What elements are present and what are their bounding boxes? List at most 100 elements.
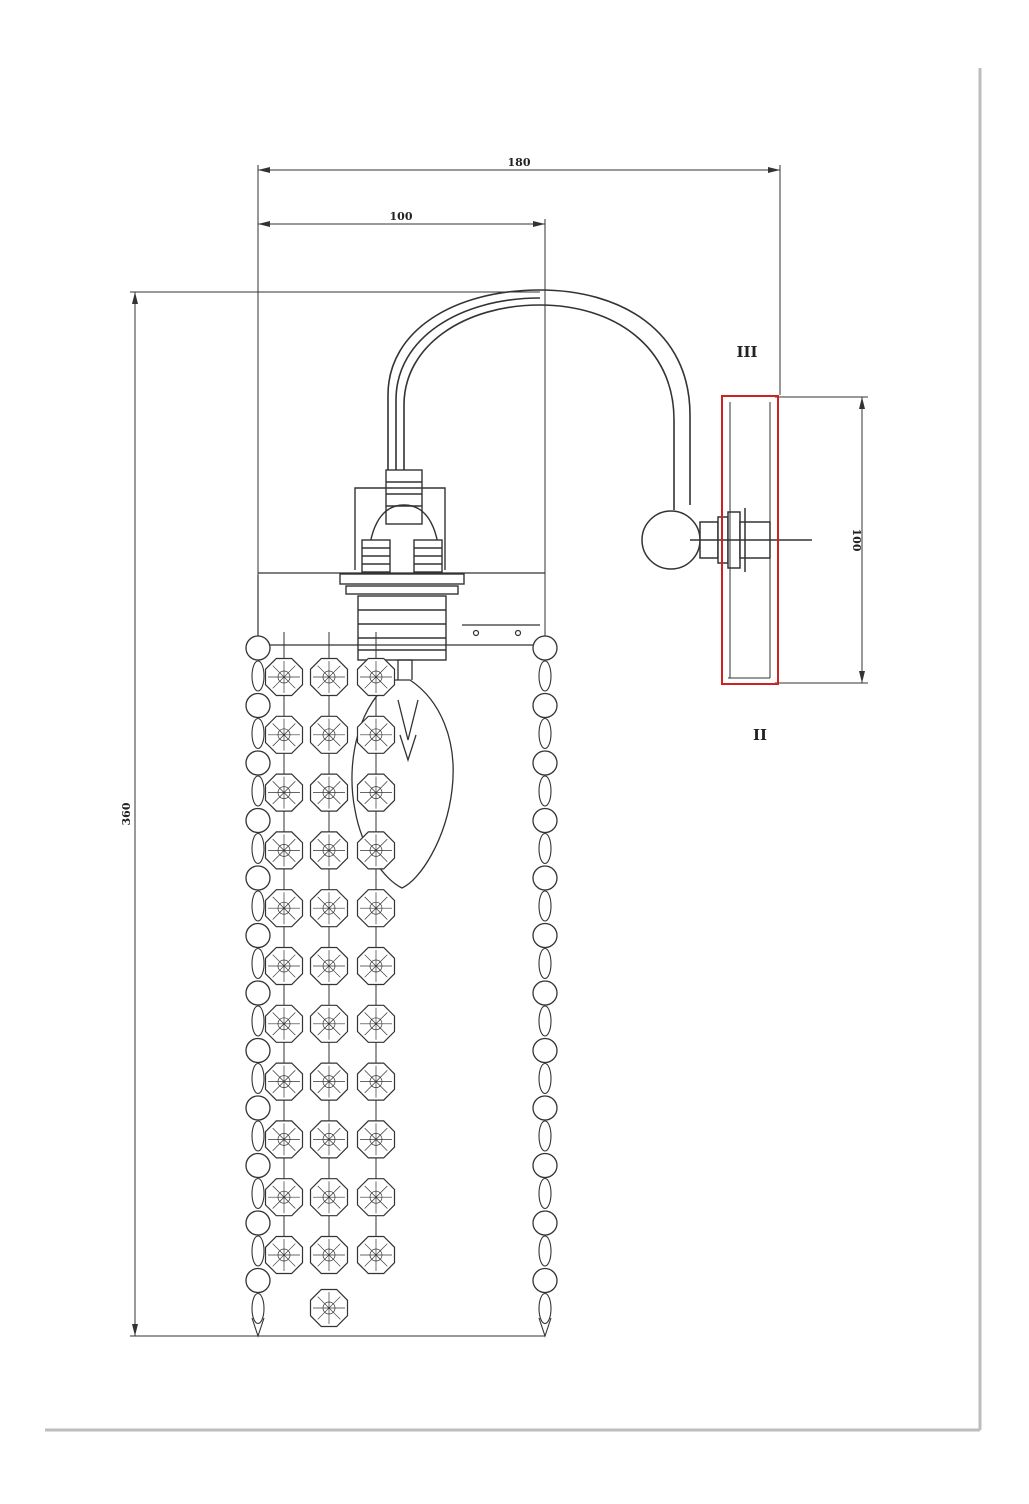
chain-bead [532, 980, 558, 1006]
octagon-crystal [309, 657, 349, 697]
octagon-crystal [309, 773, 349, 812]
octagon-crystal [309, 1062, 349, 1101]
chain-link [538, 1062, 552, 1095]
octagon-crystal [356, 831, 396, 870]
chain-link [251, 947, 265, 980]
chain-link [538, 775, 552, 807]
chain-link [538, 660, 552, 692]
chain-end [538, 1317, 552, 1338]
octagon-crystal [264, 946, 304, 986]
chain-bead [532, 807, 558, 834]
chain-link [538, 947, 552, 980]
curved-arm [387, 289, 691, 510]
crystal-strand [309, 632, 349, 1275]
chain-link [251, 775, 265, 807]
chain-bead [245, 1037, 271, 1064]
chain-end [251, 1317, 265, 1338]
octagon-crystal [356, 946, 396, 986]
chain-link [251, 1292, 265, 1325]
section-mark-upper: III [736, 343, 757, 361]
octagon-crystal [309, 946, 349, 986]
chain-bead [532, 1210, 558, 1236]
bead-chain-right [532, 635, 558, 1338]
chain-link [251, 832, 265, 865]
dim-total-height-label: 360 [120, 802, 133, 825]
dimension-arrows [132, 167, 865, 1336]
octagon-crystal [356, 889, 396, 928]
lamp-socket [339, 469, 465, 661]
chain-bead [245, 750, 271, 776]
octagon-crystal [264, 1235, 304, 1275]
octagon-crystal [264, 1062, 304, 1101]
octagon-crystal [264, 715, 304, 754]
chain-bead [245, 807, 271, 834]
crystal-strand [264, 632, 304, 1275]
octagon-crystal [356, 1062, 396, 1101]
chain-link [251, 1005, 265, 1037]
chain-bead [532, 922, 558, 949]
octagon-crystal [264, 889, 304, 928]
octagon-crystal [264, 1120, 304, 1159]
chain-bead [532, 1037, 558, 1064]
chain-link [538, 832, 552, 865]
chain-bead [532, 692, 558, 719]
dimension-lines [130, 165, 868, 1337]
chain-bead [532, 1152, 558, 1179]
chain-bead [245, 1210, 271, 1236]
dim-inner-width-label: 100 [390, 210, 413, 223]
chain-link [538, 1177, 552, 1210]
chain-link [538, 1120, 552, 1152]
octagon-crystal [264, 1004, 304, 1043]
octagon-crystal [309, 889, 349, 928]
dim-backplate-height-label: 100 [850, 529, 863, 552]
chain-bead [245, 1267, 271, 1294]
chain-link [538, 1235, 552, 1267]
octagon-crystal [356, 715, 396, 754]
chain-bead [532, 750, 558, 776]
chain-link [538, 1005, 552, 1037]
octagon-crystal [356, 1178, 396, 1217]
octagon-crystal [309, 1288, 349, 1328]
chain-link [538, 1292, 552, 1325]
octagon-crystal [356, 773, 396, 812]
chain-link [251, 890, 265, 922]
octagon-crystal [356, 1004, 396, 1043]
section-mark-lower: II [753, 726, 767, 744]
wall-joint [641, 508, 812, 572]
crystal-strand [356, 632, 396, 1275]
chain-link [251, 717, 265, 750]
chain-link [251, 1177, 265, 1210]
chain-link [538, 717, 552, 750]
chain-bead [245, 865, 271, 891]
octagon-crystal [309, 715, 349, 754]
octagon-crystal [264, 1178, 304, 1217]
octagon-crystal [264, 657, 304, 697]
chain-link [251, 1235, 265, 1267]
wall-backplate [721, 395, 779, 685]
chain-bead [245, 980, 271, 1006]
bead-chain-left [245, 635, 271, 1338]
crystal-strands [245, 632, 558, 1338]
chain-link [251, 1120, 265, 1152]
octagon-crystal [356, 1120, 396, 1159]
chain-link [538, 890, 552, 922]
chain-link [251, 660, 265, 692]
octagon-crystal [309, 1178, 349, 1217]
chain-bead [532, 1095, 558, 1121]
octagon-crystal [264, 773, 304, 812]
candle-bulb [351, 659, 454, 889]
chain-bead [245, 922, 271, 949]
octagon-crystal [309, 1004, 349, 1043]
octagon-crystal [309, 831, 349, 870]
sheet-border [45, 68, 982, 1432]
chain-bead [245, 635, 271, 661]
octagon-crystal [309, 1235, 349, 1275]
chain-bead [532, 865, 558, 891]
chain-bead [245, 692, 271, 719]
chain-link [251, 1062, 265, 1095]
octagon-crystal [309, 1120, 349, 1159]
chain-bead [532, 635, 558, 661]
chain-bead [245, 1152, 271, 1179]
